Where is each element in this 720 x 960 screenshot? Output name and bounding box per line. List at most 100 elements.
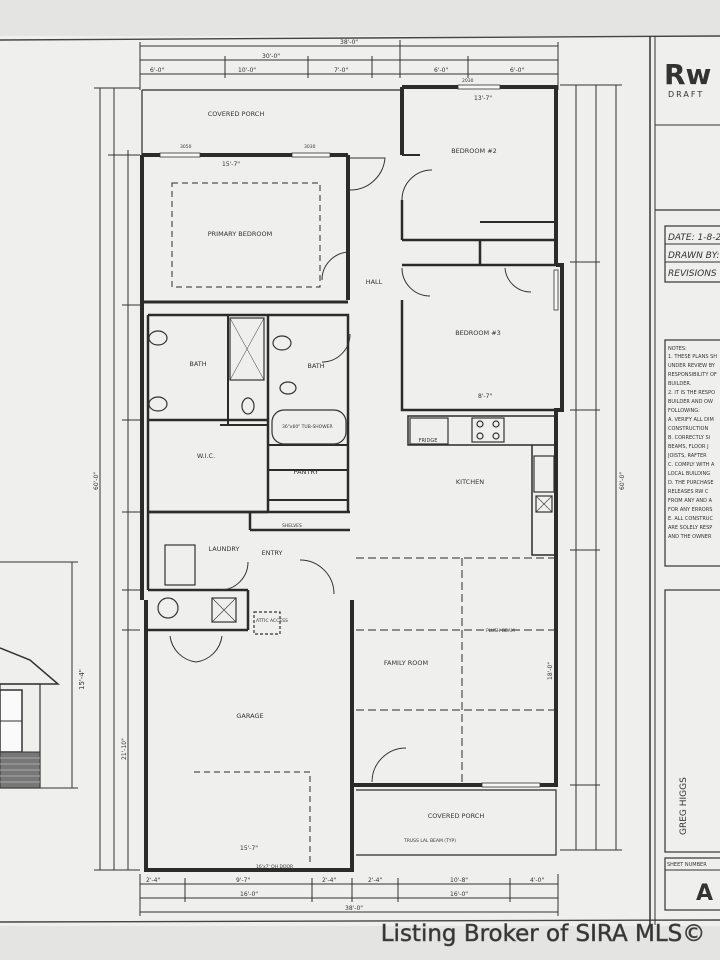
dim-bottom-h: 16'-0": [450, 891, 468, 898]
dim-top-a: 6'-0": [150, 67, 164, 74]
elevation-height-dim: 15'-4": [78, 669, 86, 690]
room-laundry: LAUNDRY: [209, 545, 240, 553]
toilet-icon: [279, 381, 297, 395]
dim-bed3-width: 8'-7": [478, 393, 492, 400]
label-fridge: FRIDGE: [419, 438, 438, 444]
dim-right-total: 60'-0": [619, 472, 626, 490]
sink-icon: [272, 335, 292, 351]
room-entry: ENTRY: [261, 549, 282, 557]
dim-garage-width: 15'-7": [240, 845, 258, 852]
bathtub-icon: [271, 409, 347, 445]
note-attic-access: ATTIC ACCESS: [256, 618, 288, 624]
mls-watermark: Listing Broker of SIRA MLS©: [381, 921, 706, 947]
fixtures: [148, 317, 555, 635]
room-bath-2: BATH: [307, 362, 324, 370]
drawn-by-label: DRAWN BY:: [668, 251, 719, 261]
note-line: JOISTS, RAFTER: [667, 453, 707, 459]
note-line: E. ALL CONSTRUC: [668, 516, 713, 522]
logo-subtitle: DRAFT: [668, 90, 704, 99]
note-porch-beam: TRUSS LAL BEAM (TYP): [403, 838, 456, 844]
room-wic: W.I.C.: [197, 452, 215, 460]
dim-overall-width: 38'-0": [340, 39, 358, 46]
furnace-icon: [157, 597, 179, 619]
note-line: ARE SOLELY RESP: [668, 525, 712, 531]
note-line: B. CORRECTLY SI: [668, 435, 710, 441]
dim-family-depth: 18'-0": [547, 662, 554, 680]
note-window-3050: 3050: [180, 144, 192, 150]
dim-bed2-width: 13'-7": [474, 95, 492, 102]
shower-icon: [229, 317, 265, 381]
room-bedroom-2: BEDROOM #2: [451, 147, 497, 155]
note-garage-door: 16'x7' OH DOOR: [256, 864, 293, 870]
room-garage: GARAGE: [236, 712, 263, 720]
note-flush-beam: FLUSH BEAM: [486, 628, 515, 634]
note-line: 1. THESE PLANS SH: [668, 354, 717, 360]
walls: [140, 85, 564, 872]
note-line: AND THE OWNER: [668, 534, 712, 540]
dim-bottom-d: 2'-4": [368, 877, 382, 884]
room-hall: HALL: [366, 278, 383, 286]
note-line: RELEASES RW C: [668, 489, 709, 495]
room-bedroom-3: BEDROOM #3: [455, 329, 501, 337]
sheet-letter: A: [696, 881, 713, 906]
room-primary-bedroom: PRIMARY BEDROOM: [208, 230, 272, 238]
room-covered-porch-bottom: COVERED PORCH: [428, 812, 485, 820]
sheet-border-bottom: [0, 919, 720, 923]
dim-bottom-b: 9'-7": [236, 877, 250, 884]
room-kitchen: KITCHEN: [456, 478, 484, 486]
dim-left-total: 60'-0": [93, 472, 100, 490]
note-line: FOLLOWING:: [668, 408, 700, 414]
plan-notes: 3050 3030 2030 36"x60" TUB-SHOWER ATTIC …: [180, 78, 515, 870]
note-line: A. VERIFY ALL DIM: [668, 417, 714, 423]
note-line: BEAMS, FLOOR J: [668, 444, 709, 450]
dim-top-b: 10'-0": [238, 67, 256, 74]
paper-sheet: [0, 36, 720, 926]
note-line: RESPONSIBILITY OF: [668, 372, 717, 378]
note-shelves: SHELVES: [282, 523, 302, 529]
door-swings: [169, 157, 532, 783]
fridge-icon: [409, 417, 449, 445]
revisions-label: REVISIONS: [668, 269, 717, 279]
dim-bottom-total: 38'-0": [345, 905, 363, 912]
dim-top-30: 30'-0": [262, 53, 280, 60]
note-line: FROM ANY AND A: [668, 498, 713, 504]
dim-bottom-f: 4'-0": [530, 877, 544, 884]
note-line: 2. IT IS THE RESPO: [668, 390, 715, 396]
dimension-labels: 38'-0" 30'-0" 6'-0" 10'-0" 7'-0" 6'-0" 6…: [93, 39, 626, 912]
room-bath-primary: BATH: [189, 360, 206, 368]
note-line: UNDER REVIEW BY: [668, 363, 716, 369]
room-covered-porch-top: COVERED PORCH: [208, 110, 265, 118]
note-line: BUILDER.: [668, 381, 692, 387]
note-line: FOR ANY ERRORS: [668, 507, 712, 513]
room-family-room: FAMILY ROOM: [384, 659, 428, 667]
note-line: D. THE PURCHASE: [668, 480, 714, 486]
dim-bottom-a: 2'-4": [146, 877, 160, 884]
water-heater-icon: [211, 597, 237, 623]
note-line: LOCAL BUILDING: [668, 471, 710, 477]
note-window-3030: 3030: [304, 144, 316, 150]
notes-list: 1. THESE PLANS SH UNDER REVIEW BY RESPONSI…: [667, 354, 717, 540]
dim-primary-width: 15'-7": [222, 161, 240, 168]
logo-text: Rw: [664, 58, 711, 91]
sheet-border-top: [0, 35, 720, 41]
room-pantry: PANTRY: [294, 468, 319, 476]
dim-bottom-e: 10'-8": [450, 877, 468, 884]
dim-top-d: 6'-0": [434, 67, 448, 74]
note-window-2030: 2030: [462, 78, 474, 84]
title-block: Rw DRAFT DATE: 1-8-2 DRAWN BY: REVISIONS…: [649, 36, 720, 925]
range-icon: [471, 417, 505, 443]
room-labels: COVERED PORCH PRIMARY BEDROOM BEDROOM #2…: [189, 110, 500, 820]
dimension-lines: [94, 40, 622, 916]
sheet-number-label: SHEET NUMBER: [667, 862, 707, 868]
note-tub-shower: 36"x60" TUB-SHOWER: [282, 424, 333, 430]
dim-bottom-g: 16'-0": [240, 891, 258, 898]
dim-top-c: 7'-0": [334, 67, 348, 74]
date-label: DATE: 1-8-2: [668, 233, 720, 243]
note-line: BUILDER AND OW: [668, 399, 713, 405]
dim-top-e: 6'-0": [510, 67, 524, 74]
elevation-fragment: 15'-4": [0, 561, 86, 789]
sink-icon: [148, 330, 168, 346]
toilet-icon: [241, 397, 255, 415]
